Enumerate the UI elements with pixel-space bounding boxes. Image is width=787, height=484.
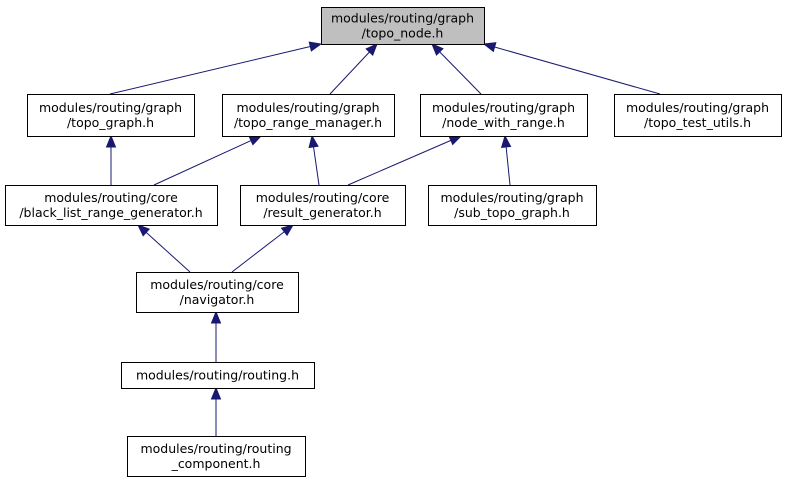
arrowhead-icon <box>280 224 295 237</box>
node-topo-test-utils[interactable]: modules/routing/graph/topo_test_utils.h <box>614 94 782 137</box>
node-box <box>321 7 485 45</box>
arrowhead-icon <box>210 386 222 400</box>
edges-layer <box>105 41 661 436</box>
arrowhead-icon <box>431 43 444 56</box>
node-label-line: modules/routing/graph <box>440 190 583 205</box>
edge-result_generator-to-topo_range_manager <box>308 134 320 186</box>
edge-topo_test_utils-to-topo_node <box>482 42 661 95</box>
node-label-line: /result_generator.h <box>263 205 381 220</box>
edge-routing_component-to-routing <box>210 386 222 436</box>
node-label-line: /topo_graph.h <box>67 115 154 130</box>
node-black-list-range-generator[interactable]: modules/routing/core/black_list_range_ge… <box>5 185 218 226</box>
edge-line <box>231 231 285 273</box>
edge-line <box>313 146 320 186</box>
edge-sub_topo_graph-to-node_with_range <box>500 134 512 186</box>
edge-line <box>505 146 511 186</box>
edge-line <box>153 140 252 186</box>
arrowhead-icon <box>308 41 323 52</box>
node-label-line: modules/routing/graph <box>432 100 575 115</box>
edge-navigator-to-result_generator <box>231 224 295 273</box>
edge-line <box>109 46 311 95</box>
node-label-line: /topo_test_utils.h <box>644 115 751 130</box>
node-label-line: modules/routing/routing <box>140 441 291 456</box>
edge-result_generator-to-node_with_range <box>347 135 463 186</box>
node-box <box>121 362 315 389</box>
node-box <box>27 94 195 137</box>
node-box <box>240 185 406 226</box>
node-label-line: modules/routing/core <box>150 277 284 292</box>
node-label-line: modules/routing/graph <box>331 11 474 26</box>
edge-line <box>329 51 370 95</box>
edge-line <box>494 46 661 95</box>
node-label-line: modules/routing/graph <box>626 100 769 115</box>
node-label-line: modules/routing/routing.h <box>136 368 299 383</box>
node-label-line: /node_with_range.h <box>442 115 565 130</box>
arrowhead-icon <box>308 134 319 149</box>
arrowhead-icon <box>448 135 463 146</box>
node-box <box>136 272 299 313</box>
edge-black_list_range_generator-to-topo_graph <box>105 134 117 185</box>
node-result-generator[interactable]: modules/routing/core/result_generator.h <box>240 185 406 226</box>
node-box <box>428 185 597 226</box>
edge-line <box>439 51 482 95</box>
node-routing[interactable]: modules/routing/routing.h <box>121 362 315 389</box>
arrowhead-icon <box>248 135 263 146</box>
edge-line <box>145 232 191 273</box>
node-label-line: /topo_node.h <box>362 26 444 41</box>
arrowhead-icon <box>365 43 378 56</box>
node-box <box>614 94 782 137</box>
node-label-line: _component.h <box>171 456 261 471</box>
edge-node_with_range-to-topo_node <box>431 43 482 95</box>
node-topo-graph[interactable]: modules/routing/graph/topo_graph.h <box>27 94 195 137</box>
edge-topo_graph-to-topo_node <box>109 41 323 95</box>
edge-line <box>347 139 452 186</box>
node-box <box>5 185 218 226</box>
node-label-line: modules/routing/graph <box>39 100 182 115</box>
node-box <box>420 94 588 137</box>
node-box <box>127 436 306 477</box>
node-navigator[interactable]: modules/routing/core/navigator.h <box>136 272 299 313</box>
node-label-line: /topo_range_manager.h <box>234 115 382 130</box>
node-label-line: /navigator.h <box>180 292 255 307</box>
arrowhead-icon <box>482 42 497 53</box>
node-label-line: /sub_topo_graph.h <box>454 205 570 220</box>
node-sub-topo-graph[interactable]: modules/routing/graph/sub_topo_graph.h <box>428 185 597 226</box>
arrowhead-icon <box>210 310 222 324</box>
node-topo-node[interactable]: modules/routing/graph/topo_node.h <box>321 7 485 45</box>
node-label-line: /black_list_range_generator.h <box>19 205 202 220</box>
node-routing-component[interactable]: modules/routing/routing_component.h <box>127 436 306 477</box>
nodes-layer: modules/routing/graph/topo_node.hmodules… <box>5 7 782 477</box>
node-label-line: modules/routing/core <box>256 190 390 205</box>
arrowhead-icon <box>500 134 512 148</box>
edge-routing-to-navigator <box>210 310 222 362</box>
node-topo-range-manager[interactable]: modules/routing/graph/topo_range_manager… <box>222 94 395 137</box>
node-label-line: modules/routing/graph <box>236 100 379 115</box>
node-box <box>222 94 395 137</box>
edge-black_list_range_generator-to-topo_range_manager <box>153 135 263 186</box>
arrowhead-icon <box>137 224 151 237</box>
node-node-with-range[interactable]: modules/routing/graph/node_with_range.h <box>420 94 588 137</box>
edge-topo_range_manager-to-topo_node <box>329 43 378 95</box>
node-label-line: modules/routing/core <box>44 190 178 205</box>
arrowhead-icon <box>105 134 117 148</box>
edge-navigator-to-black_list_range_generator <box>137 224 191 273</box>
